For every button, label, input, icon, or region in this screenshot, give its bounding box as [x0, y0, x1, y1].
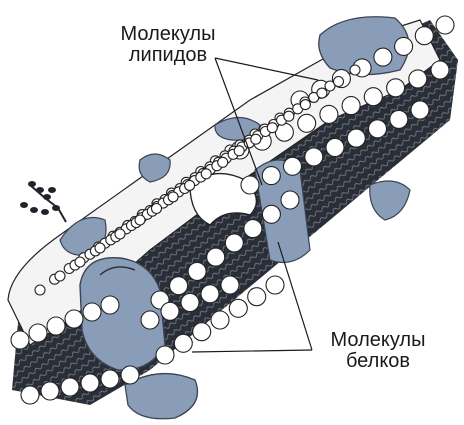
lipid-head	[221, 276, 239, 294]
lipid-head	[193, 323, 211, 341]
lipid-head	[207, 248, 225, 266]
protein-molecules-label: Молекулы белков	[316, 330, 440, 372]
lipid-head	[347, 129, 365, 147]
lipid-head	[411, 101, 429, 119]
lipid-head	[41, 382, 59, 400]
lipid-label-line2: липидов	[104, 45, 232, 66]
lipid-head	[350, 65, 360, 75]
lipid-head	[374, 48, 392, 66]
lipid-head	[211, 311, 229, 329]
lipid-head	[229, 299, 247, 317]
lipid-head	[300, 100, 310, 110]
lipid-head	[61, 378, 79, 396]
lipid-head	[281, 191, 299, 209]
lipid-head	[115, 229, 125, 239]
lipid-head	[152, 204, 162, 214]
lipid-head	[251, 134, 261, 144]
lipid-head	[11, 331, 29, 349]
lipid-head	[248, 288, 266, 306]
lipid-head	[75, 257, 85, 267]
lipid-head	[55, 271, 65, 281]
lipid-head	[83, 303, 101, 321]
lipid-head	[156, 346, 174, 364]
lipid-head	[431, 61, 449, 79]
lipid-head	[241, 176, 259, 194]
lipid-head	[218, 157, 228, 167]
lipid-head	[267, 123, 277, 133]
lipid-head	[201, 285, 219, 303]
lipid-head	[181, 294, 199, 312]
protein-label-line1: Молекулы	[316, 330, 440, 351]
lipid-head	[201, 169, 211, 179]
lipid-head	[266, 276, 284, 294]
lipid-head	[390, 110, 408, 128]
lipid-head	[326, 139, 344, 157]
lipid-head	[317, 88, 327, 98]
lipid-head	[170, 277, 188, 295]
lipid-head	[262, 205, 280, 223]
lipid-head	[29, 324, 47, 342]
lipid-head	[21, 386, 39, 404]
lipid-head	[95, 243, 105, 253]
lipid-head	[81, 374, 99, 392]
lipid-head	[141, 311, 159, 329]
lipid-molecules-label: Молекулы липидов	[104, 24, 232, 66]
lipid-label-line1: Молекулы	[104, 24, 232, 45]
lipid-head	[168, 192, 178, 202]
lipid-head	[298, 114, 316, 132]
lipid-head	[387, 79, 405, 97]
lipid-head	[305, 148, 323, 166]
lipid-head	[284, 111, 294, 121]
lipid-head	[121, 366, 139, 384]
glycocalyx-chain	[20, 181, 66, 222]
lipid-head	[161, 302, 179, 320]
lipid-head	[188, 262, 206, 280]
lipid-head	[244, 220, 262, 238]
lipid-head	[185, 180, 195, 190]
lipid-head	[47, 317, 65, 335]
lipid-head	[415, 27, 433, 45]
lipid-head	[334, 77, 344, 87]
lipid-head	[65, 310, 83, 328]
lipid-head	[262, 167, 280, 185]
lipid-head	[101, 296, 119, 314]
lipid-head	[234, 146, 244, 156]
lipid-head	[284, 157, 302, 175]
lipid-head	[101, 370, 119, 388]
lipid-head	[35, 285, 45, 295]
lipid-head	[225, 234, 243, 252]
lipid-head	[409, 70, 427, 88]
lipid-head	[364, 88, 382, 106]
lipid-head	[395, 37, 413, 55]
lipid-head	[135, 215, 145, 225]
lipid-head	[369, 120, 387, 138]
lipid-head	[320, 105, 338, 123]
protein-label-line2: белков	[316, 351, 440, 372]
lipid-head	[342, 97, 360, 115]
lipid-head	[174, 334, 192, 352]
lipid-head	[436, 16, 454, 34]
